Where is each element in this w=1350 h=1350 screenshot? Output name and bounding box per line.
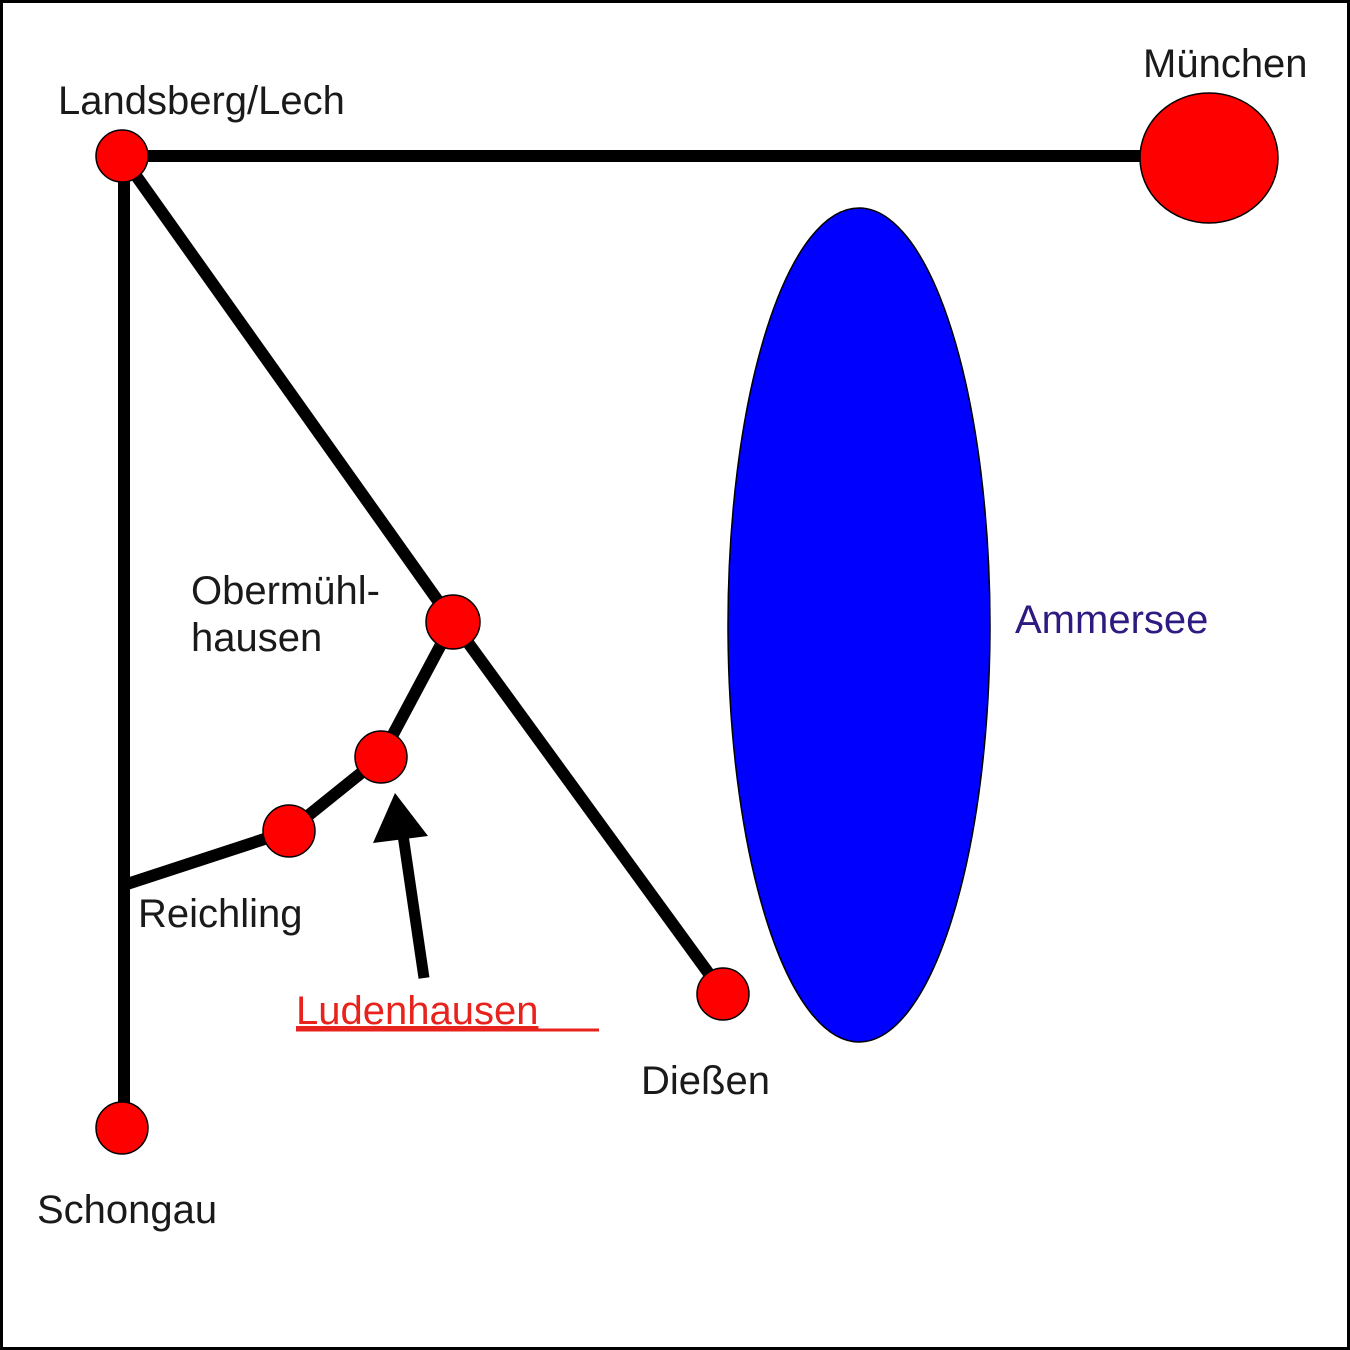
town-diessen xyxy=(696,967,750,1021)
town-obermuehlhausen xyxy=(425,594,481,650)
label-obermuehlhausen-2: hausen xyxy=(191,616,322,660)
arrow-to-ludenhausen xyxy=(373,793,430,979)
label-ammersee: Ammersee xyxy=(1015,598,1208,642)
town-schongau xyxy=(95,1101,149,1155)
town-landsberg xyxy=(95,129,149,183)
label-ludenhausen: Ludenhausen xyxy=(296,989,538,1033)
label-landsberg: Landsberg/Lech xyxy=(58,79,345,123)
town-muenchen xyxy=(1139,92,1279,224)
lake-ammersee xyxy=(727,207,991,1043)
label-reichling: Reichling xyxy=(138,892,303,936)
label-diessen: Dießen xyxy=(641,1059,770,1103)
town-ludenhausen xyxy=(354,730,408,784)
label-schongau: Schongau xyxy=(37,1188,217,1232)
label-obermuehlhausen-1: Obermühl- xyxy=(191,569,380,613)
road-reichling-obermuehlhausen xyxy=(122,619,459,891)
label-muenchen: München xyxy=(1143,42,1308,86)
town-reichling xyxy=(262,804,316,858)
